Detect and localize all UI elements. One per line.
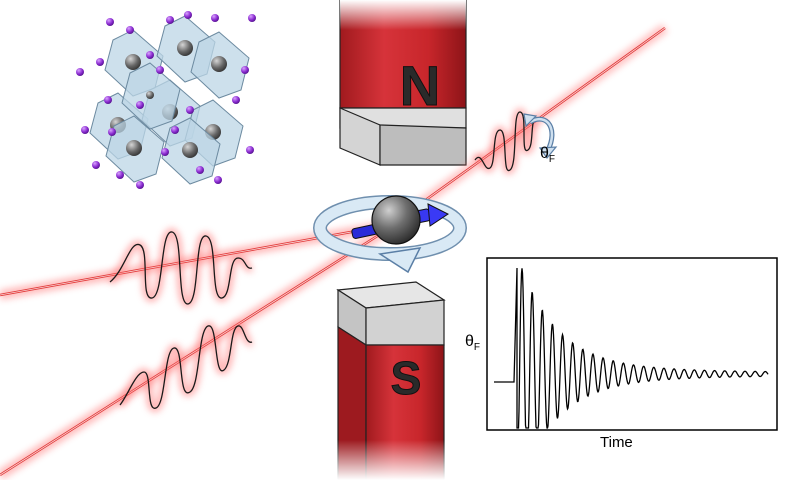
iodine-atom xyxy=(96,58,104,66)
iodine-atom xyxy=(92,161,100,169)
perovskite-crystal-icon xyxy=(76,11,256,189)
theta-subscript: F xyxy=(548,154,556,166)
iodine-atom xyxy=(126,26,134,34)
theta-f-label: θF xyxy=(540,145,555,165)
plot-x-axis-label: Time xyxy=(600,434,633,451)
iodine-atom xyxy=(241,66,249,74)
lead-atom xyxy=(211,56,227,72)
spin-sphere xyxy=(371,195,421,245)
iodine-atom xyxy=(246,146,254,154)
iodine-atom xyxy=(248,14,256,22)
inset-plot xyxy=(486,257,778,431)
lead-atom xyxy=(177,40,193,56)
iodine-atom xyxy=(211,14,219,22)
magnet-south: S xyxy=(336,281,448,480)
iodine-atom xyxy=(136,181,144,189)
iodine-atom xyxy=(184,11,192,19)
rotation-arrow-icon xyxy=(523,113,558,159)
iodine-atom xyxy=(171,126,179,134)
iodine-atom xyxy=(108,128,116,136)
lead-atom xyxy=(146,91,154,99)
lead-atom xyxy=(126,140,142,156)
plot-theta-symbol: θ xyxy=(465,333,474,350)
spin-precession xyxy=(313,195,467,274)
iodine-atom xyxy=(116,171,124,179)
iodine-atom xyxy=(196,166,204,174)
magnet-north-letter: N xyxy=(400,54,440,117)
iodine-atom xyxy=(81,126,89,134)
theta-symbol: θ xyxy=(540,145,549,162)
iodine-atom xyxy=(161,148,169,156)
plot-y-axis-label: θF xyxy=(465,333,480,353)
iodine-atom xyxy=(232,96,240,104)
magnet-south-letter: S xyxy=(391,352,422,404)
lead-atom xyxy=(182,142,198,158)
iodine-atom xyxy=(106,18,114,26)
iodine-atom xyxy=(104,96,112,104)
magnet-north: N xyxy=(339,0,467,166)
iodine-atom xyxy=(146,51,154,59)
iodine-atom xyxy=(76,68,84,76)
laser-beam-in-2 xyxy=(0,223,393,480)
plot-theta-subscript: F xyxy=(473,342,481,354)
iodine-atom xyxy=(166,16,174,24)
plot-signal-trace xyxy=(494,267,769,429)
iodine-atom xyxy=(136,101,144,109)
iodine-atom xyxy=(186,106,194,114)
iodine-atom xyxy=(214,176,222,184)
ring-arrowhead xyxy=(377,247,422,274)
lead-atom xyxy=(125,54,141,70)
iodine-atom xyxy=(156,66,164,74)
